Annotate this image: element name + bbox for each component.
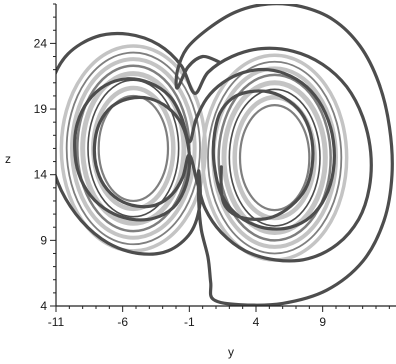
attractor-band-left-1 bbox=[91, 85, 176, 212]
attractor-band-left-0 bbox=[97, 94, 170, 203]
x-tick-label: 4 bbox=[253, 315, 260, 329]
y-tick-label: 4 bbox=[40, 299, 47, 313]
x-tick-label: -11 bbox=[48, 315, 65, 329]
attractor-band-right-3 bbox=[221, 80, 328, 235]
x-tick-label: -6 bbox=[117, 315, 128, 329]
attractor-band-right-4 bbox=[217, 73, 332, 242]
y-tick-label: 24 bbox=[34, 36, 48, 50]
attractor-band-right-6 bbox=[207, 60, 343, 255]
x-tick-label: 9 bbox=[319, 315, 326, 329]
attractor-band-right-1 bbox=[232, 94, 317, 221]
y-tick-label: 9 bbox=[40, 233, 47, 247]
attractor-band-left-3 bbox=[80, 71, 187, 226]
tick-labels: -11 -6 -1 4 9 4 9 14 19 24 bbox=[34, 36, 327, 329]
y-axis-label: z bbox=[5, 152, 11, 166]
trajectory-layer bbox=[56, 4, 394, 306]
x-axis-label: y bbox=[228, 345, 234, 359]
attractor-band-left-2 bbox=[87, 79, 180, 218]
attractor-band-right-2 bbox=[228, 88, 321, 227]
attractor-band-left-6 bbox=[65, 51, 201, 246]
attractor-band-left-5 bbox=[70, 57, 197, 240]
y-tick-label: 19 bbox=[34, 102, 48, 116]
tick-marks bbox=[50, 3, 390, 312]
trajectory-line bbox=[56, 4, 394, 306]
attractor-band-right-0 bbox=[238, 104, 311, 212]
attractor-band-left-7 bbox=[59, 44, 208, 253]
x-tick-label: -1 bbox=[184, 315, 195, 329]
y-tick-label: 14 bbox=[34, 168, 48, 182]
axes bbox=[55, 4, 396, 307]
